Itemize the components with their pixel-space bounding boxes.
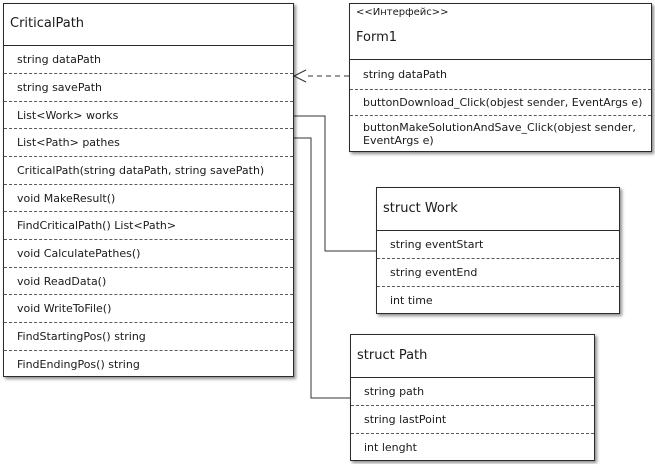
stereotype-label: <<Интерфейс>> <box>356 7 449 18</box>
member-row: List<Path> pathes <box>4 129 293 157</box>
member-row: void CalculatePathes() <box>4 240 293 268</box>
pathes-association-line <box>293 137 350 399</box>
member-row: int lenght <box>364 440 417 454</box>
member-row: string eventStart <box>377 231 619 259</box>
member-row: string dataPath <box>350 60 651 90</box>
member-row: CriticalPath(string dataPath, string sav… <box>4 157 293 185</box>
member-row: FindEndingPos() string <box>17 358 140 371</box>
member-row: string path <box>351 378 594 406</box>
class-header: CriticalPath <box>4 4 293 46</box>
interface-form1[interactable]: <<Интерфейс>> Form1 string dataPath butt… <box>349 3 652 152</box>
struct-path[interactable]: struct Path string path string lastPoint… <box>350 334 595 461</box>
member-row: List<Work> works <box>4 102 293 129</box>
struct-title: struct Path <box>357 348 428 363</box>
member-row: string dataPath <box>4 46 293 74</box>
interface-title: Form1 <box>356 30 398 45</box>
interface-header: <<Интерфейс>> Form1 <box>350 4 651 60</box>
struct-header: struct Work <box>377 188 619 231</box>
member-row: void ReadData() <box>4 268 293 295</box>
member-row: string eventEnd <box>377 259 619 287</box>
member-row: buttonDownload_Click(objest sender, Even… <box>350 90 651 116</box>
class-title: CriticalPath <box>10 16 85 31</box>
struct-title: struct Work <box>383 201 458 216</box>
member-row: buttonMakeSolutionAndSave_Click(objest s… <box>363 121 636 147</box>
member-row: string savePath <box>4 74 293 102</box>
member-row: void MakeResult() <box>4 185 293 212</box>
realization-arrowhead <box>292 69 307 83</box>
member-row: int time <box>390 293 433 307</box>
class-criticalpath[interactable]: CriticalPath string dataPath string save… <box>3 3 294 377</box>
struct-work[interactable]: struct Work string eventStart string eve… <box>376 187 620 314</box>
member-row: FindStartingPos() string <box>4 323 293 351</box>
member-row: void WriteToFile() <box>4 295 293 323</box>
struct-header: struct Path <box>351 335 594 378</box>
member-row: string lastPoint <box>351 406 594 434</box>
member-row: FindCriticalPath() List<Path> <box>4 212 293 240</box>
